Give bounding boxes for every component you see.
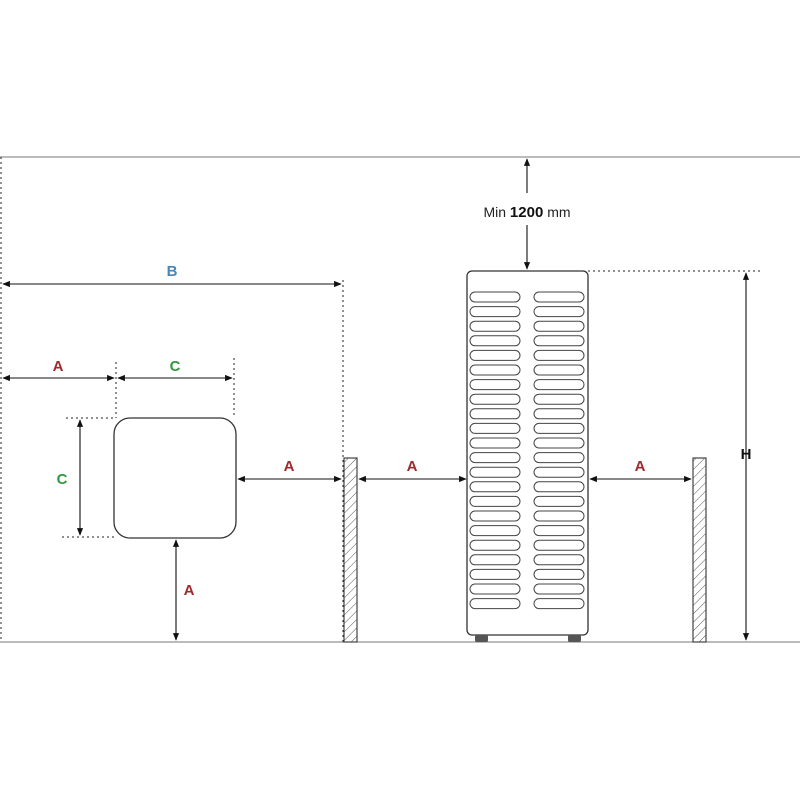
clearance-unit: mm [547, 204, 570, 220]
heater-fin-left [469, 525, 521, 537]
heater-fin-right [533, 481, 585, 493]
label-h: H [741, 446, 752, 463]
heater-fin-left [469, 349, 521, 361]
heater-fin-right [533, 583, 585, 595]
heater-fin-left [469, 598, 521, 610]
heater-fin-left [469, 335, 521, 347]
heater-fin-right [533, 495, 585, 507]
label-a-bench-floor: A [184, 582, 195, 599]
label-a-heater-wall: A [635, 458, 646, 475]
heater-fin-left [469, 379, 521, 391]
heater-fin-right [533, 510, 585, 522]
heater-fins [469, 291, 585, 610]
heater-fin-right [533, 452, 585, 464]
heater-fin-left [469, 554, 521, 566]
label-c-horizontal: C [170, 358, 181, 375]
heater-fin-left [469, 466, 521, 478]
heater-fin-right [533, 393, 585, 405]
heater-foot-left [475, 635, 488, 642]
bench-square [113, 417, 237, 539]
heater-fin-left [469, 539, 521, 551]
clearance-prefix: Min [483, 204, 506, 220]
heater-fin-left [469, 481, 521, 493]
clearance-value: 1200 [510, 204, 543, 221]
heater-fin-right [533, 422, 585, 434]
heater-fin-right [533, 320, 585, 332]
heater-fin-left [469, 393, 521, 405]
heater-fin-right [533, 408, 585, 420]
wall-right [692, 457, 707, 643]
heater-fin-left [469, 583, 521, 595]
heater-fin-right [533, 364, 585, 376]
heater-fin-left [469, 437, 521, 449]
ceiling-clearance-label: Min 1200 mm [483, 204, 570, 221]
heater-foot-right [568, 635, 581, 642]
heater-fin-left [469, 306, 521, 318]
heater-fin-right [533, 379, 585, 391]
heater-fin-left [469, 495, 521, 507]
heater-fin-right [533, 539, 585, 551]
heater-fin-right [533, 568, 585, 580]
wall-middle [343, 457, 358, 643]
heater-fin-left [469, 510, 521, 522]
heater-fin-right [533, 306, 585, 318]
label-b: B [167, 263, 178, 280]
heater-fin-left [469, 452, 521, 464]
clearance-label-background [464, 200, 590, 222]
heater-fin-left [469, 320, 521, 332]
heater-fin-right [533, 466, 585, 478]
heater-fin-right [533, 335, 585, 347]
heater-fin-left [469, 568, 521, 580]
heater-fin-right [533, 554, 585, 566]
heater-fin-right [533, 525, 585, 537]
heater-fin-left [469, 408, 521, 420]
label-a-bench-wall: A [284, 458, 295, 475]
heater-fin-left [469, 422, 521, 434]
heater-fin-right [533, 598, 585, 610]
heater-fin-right [533, 291, 585, 303]
heater-fin-left [469, 364, 521, 376]
label-a-left: A [53, 358, 64, 375]
label-c-vertical: C [57, 471, 68, 488]
label-a-wall-heater: A [407, 458, 418, 475]
heater-fin-left [469, 291, 521, 303]
heater-fin-right [533, 349, 585, 361]
heater-fin-right [533, 437, 585, 449]
